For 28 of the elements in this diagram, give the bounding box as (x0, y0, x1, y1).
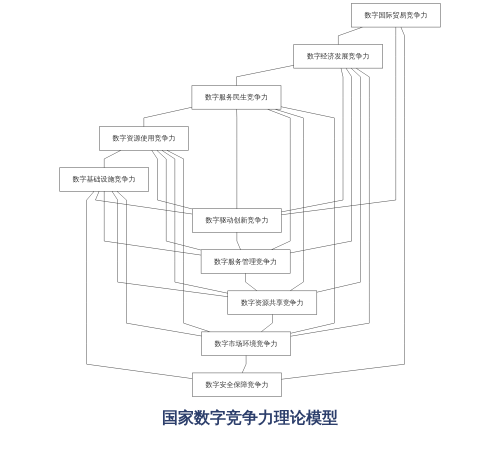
connector (166, 150, 210, 332)
connector (267, 108, 290, 250)
connector (316, 68, 361, 292)
connector (104, 191, 202, 256)
connector (236, 108, 238, 209)
connector (86, 191, 193, 379)
connector (290, 68, 352, 254)
connector (260, 314, 272, 332)
connector (290, 68, 370, 336)
connector (156, 150, 202, 250)
connector (104, 150, 122, 168)
connector (144, 107, 192, 127)
connector (245, 273, 258, 292)
connector (274, 108, 304, 292)
connector (112, 191, 228, 297)
connector (236, 65, 294, 86)
connector (281, 26, 396, 215)
connector (236, 232, 241, 250)
connector (281, 26, 405, 380)
connector (116, 191, 202, 336)
connector (281, 68, 344, 212)
connector (338, 26, 363, 45)
connector (280, 106, 334, 334)
caption: 国家数字竞争力理论模型 (162, 408, 338, 429)
connector (242, 355, 246, 374)
connector (95, 191, 193, 214)
connector (151, 150, 193, 210)
connector (161, 150, 228, 294)
